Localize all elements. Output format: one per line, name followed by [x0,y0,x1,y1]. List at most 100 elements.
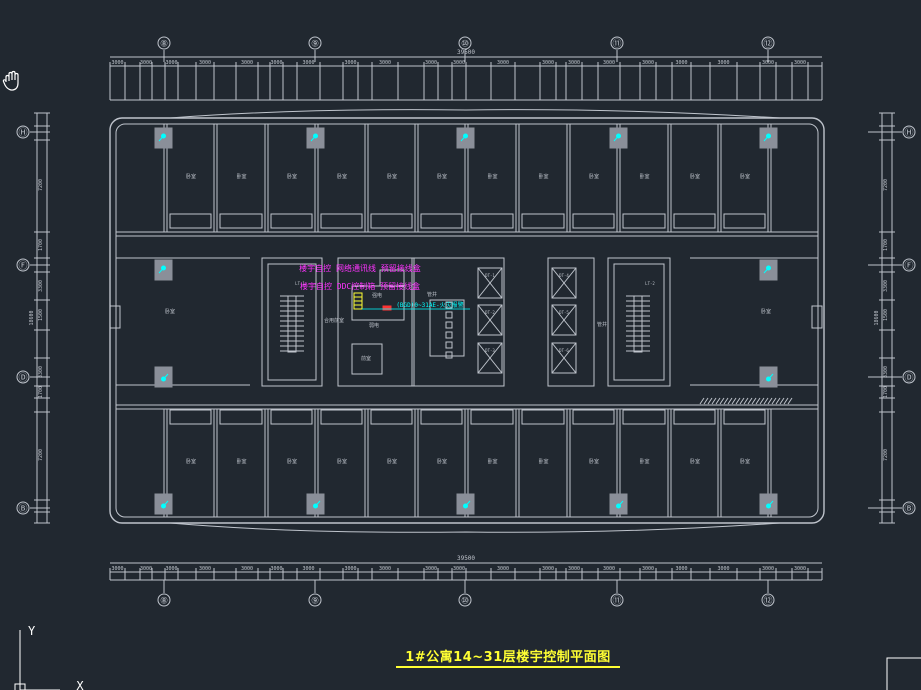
dimension-value: 3000 [425,566,437,572]
sensor-lead [618,500,624,507]
annotation-fire-alarm: (BGD)0~31AE-火灾报警 [396,301,463,309]
bathroom-outline [169,213,212,229]
shaft-block [429,299,465,357]
sensor-lead [465,500,471,507]
dimension-value: 3000 [762,60,774,66]
stair-id: LT-2 [645,281,655,286]
dimension-value: 3000 [603,566,615,572]
dimension-value: 3000 [270,566,282,572]
dimension-total: 39500 [457,49,475,56]
bedroom-label: 卧室 [236,458,246,465]
dimension-value: 3000 [165,566,177,572]
bedroom-label: 卧室 [165,308,175,315]
axis-right-1: Ⓕ [904,261,913,272]
dimension-value: 3300 [883,366,889,378]
bathroom-outline [673,409,716,425]
dimension-value: 7200 [38,449,44,461]
axis-top-2-bubble [458,36,472,50]
bathroom-outline [320,213,363,229]
bedroom-label: 卧室 [186,173,196,180]
toilet-fixture [445,331,453,339]
hatch-line [767,397,773,405]
axis-top-1-bubble [308,36,322,50]
dimension-value: 3000 [140,566,152,572]
electric-room [351,285,405,321]
dimension-value: 3000 [344,60,356,66]
sensor-lead [613,135,619,142]
lift-cross [477,304,503,336]
ucs-origin [14,683,26,690]
axis-left-1: Ⓕ [18,261,27,272]
dimension-value: 3000 [794,566,806,572]
dimension-total: 18600 [874,310,880,325]
elec-room-label: 强电 [372,292,382,299]
axis-left-3: Ⓑ [18,504,27,515]
bedroom-label: 卧室 [690,458,700,465]
dimension-value: 3000 [453,60,465,66]
dimension-total: 39500 [457,555,475,562]
axis-right-0-bubble [902,125,916,139]
bathroom-outline [219,409,263,425]
bathroom-outline [723,213,766,229]
dimension-value: 3000 [302,566,314,572]
dimension-value: 3000 [568,60,580,66]
bathroom-outline [723,409,766,425]
axis-bottom-4: ⑫ [763,596,772,607]
axis-top-1: ⑨ [311,40,319,50]
hatch-line [719,397,725,405]
bay-window [109,305,121,329]
lift-car [551,267,577,299]
dimension-value: 3000 [111,566,123,572]
dimension-value: 3300 [883,280,889,292]
lift-car [477,267,503,299]
dimension-value: 3000 [379,566,391,572]
hatch-line [739,397,745,405]
bedroom-label: 卧室 [589,458,599,465]
bedroom-label: 卧室 [387,173,397,180]
bedroom-label: 卧室 [186,458,196,465]
axis-bottom-0-bubble [157,593,171,607]
axis-bottom-3: ⑪ [612,596,621,607]
pan-hand-icon[interactable] [2,70,22,92]
dimension-total: 18600 [29,310,35,325]
dimension-value: 3000 [794,60,806,66]
dimension-value: 3000 [199,60,211,66]
stair-core-right [607,257,671,387]
dimension-value: 3000 [453,566,465,572]
sensor-lead [158,135,164,142]
axis-right-0: Ⓗ [904,128,913,139]
corridor-label: 合用前室 [324,317,344,324]
bedroom-label: 卧室 [337,458,347,465]
axis-bottom-0: ⑧ [160,597,168,607]
hatch-line [775,397,781,405]
roof-curve-top [169,109,781,119]
lift-cross [551,342,577,374]
lift-car [551,304,577,336]
axis-bottom-2: ⑩ [461,597,469,607]
dimension-value: 3000 [241,566,253,572]
bedroom-label: 卧室 [287,173,297,180]
bedroom-label: 卧室 [287,458,297,465]
bathroom-outline [169,409,212,425]
bedroom-label: 卧室 [589,173,599,180]
dimension-value: 3000 [542,566,554,572]
dimension-value: 3000 [717,60,729,66]
lift-id: DT-3 [485,348,495,353]
hatch-line [743,397,749,405]
dimension-value: 3000 [379,60,391,66]
dimension-value: 3000 [199,566,211,572]
sensor-lead [163,500,169,507]
sensor-lead [310,135,316,142]
bedroom-label: 卧室 [487,458,497,465]
dimension-value: 3000 [762,566,774,572]
hatch-line [727,397,733,405]
lift-cross [551,267,577,299]
bathroom-outline [673,213,716,229]
bathroom-outline [521,213,565,229]
dimension-value: 3000 [642,566,654,572]
axis-top-4: ⑫ [763,39,772,50]
dimension-value: 1700 [38,386,44,398]
weak-electric-room [351,343,383,375]
hatch-line [787,397,793,405]
